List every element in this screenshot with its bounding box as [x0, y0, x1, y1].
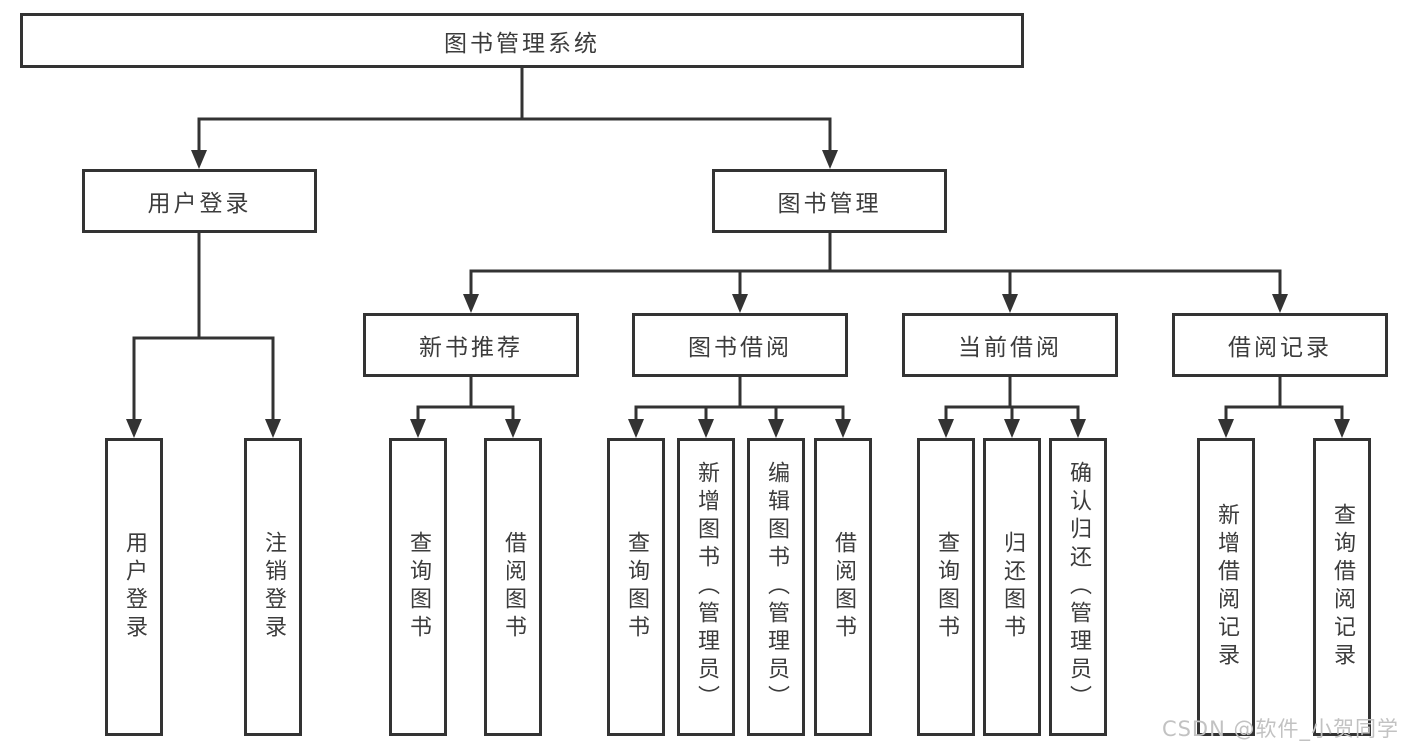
leaf-label: 借阅图书 — [501, 531, 526, 643]
node-library-system: 图书管理系统 — [20, 13, 1024, 68]
leaf-user-login: 用户登录 — [105, 438, 163, 736]
leaf-label: 查询图书 — [624, 531, 649, 643]
node-new-book-recommend: 新书推荐 — [363, 313, 579, 377]
leaf-label: 新增图书（管理员） — [694, 461, 719, 713]
leaf-label: 归还图书 — [1000, 531, 1025, 643]
leaf-label: 确认归还（管理员） — [1066, 461, 1091, 713]
node-borrow-record: 借阅记录 — [1172, 313, 1388, 377]
leaf-query-borrow-record: 查询借阅记录 — [1313, 438, 1371, 736]
node-current-borrow: 当前借阅 — [902, 313, 1118, 377]
leaf-label: 用户登录 — [122, 531, 147, 643]
leaf-confirm-return-admin: 确认归还（管理员） — [1049, 438, 1107, 736]
leaf-label: 查询图书 — [406, 531, 431, 643]
leaf-borrow-book: 借阅图书 — [814, 438, 872, 736]
leaf-borrow-book-recommend: 借阅图书 — [484, 438, 542, 736]
leaf-query-book-recommend: 查询图书 — [389, 438, 447, 736]
leaf-label: 注销登录 — [261, 531, 286, 643]
node-book-borrow: 图书借阅 — [632, 313, 848, 377]
node-book-management: 图书管理 — [712, 169, 947, 233]
leaf-edit-book-admin: 编辑图书（管理员） — [747, 438, 805, 736]
node-user-login: 用户登录 — [82, 169, 317, 233]
leaf-query-book-borrow: 查询图书 — [607, 438, 665, 736]
leaf-query-book-current: 查询图书 — [917, 438, 975, 736]
leaf-label: 查询借阅记录 — [1330, 503, 1355, 671]
leaf-add-book-admin: 新增图书（管理员） — [677, 438, 735, 736]
leaf-logout: 注销登录 — [244, 438, 302, 736]
leaf-return-book: 归还图书 — [983, 438, 1041, 736]
arrowheads — [126, 150, 1350, 438]
leaf-add-borrow-record: 新增借阅记录 — [1197, 438, 1255, 736]
leaf-label: 编辑图书（管理员） — [764, 461, 789, 713]
leaf-label: 借阅图书 — [831, 531, 856, 643]
csdn-watermark: CSDN @软件_小贺同学 — [1161, 717, 1399, 741]
leaf-label: 新增借阅记录 — [1214, 503, 1239, 671]
leaf-label: 查询图书 — [934, 531, 959, 643]
